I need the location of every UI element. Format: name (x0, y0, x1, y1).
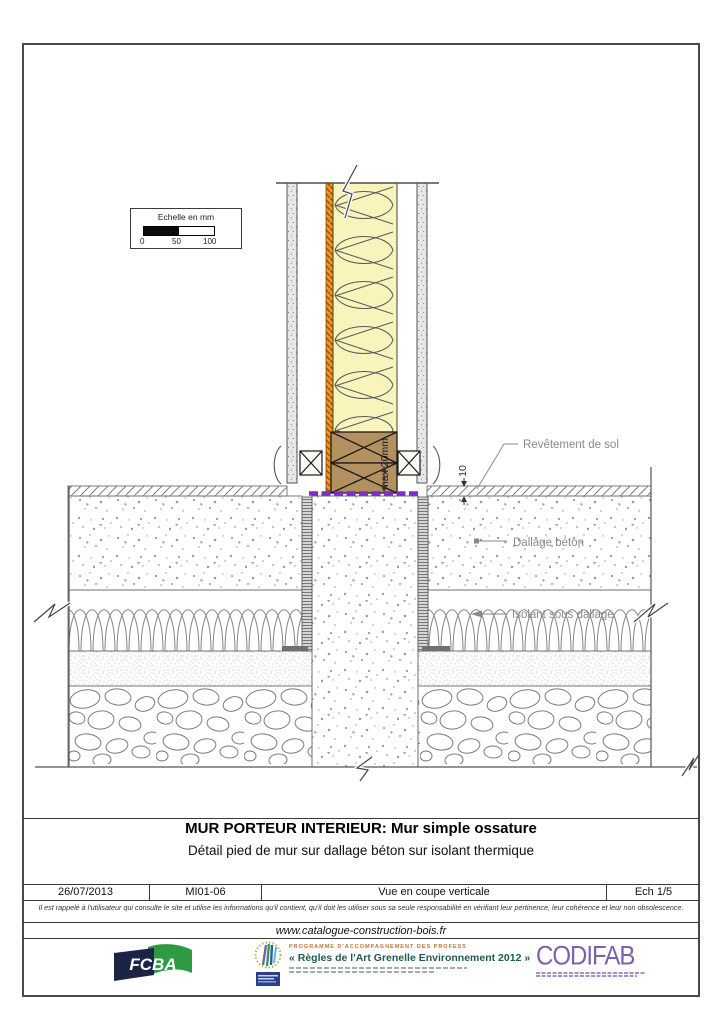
underslab-insulation-right (427, 589, 652, 652)
base-seal-curve-left (273, 445, 282, 485)
scale-legend: Echelle en mm 0 50 100 (130, 208, 242, 249)
scale-tick-100: 100 (203, 237, 217, 246)
ground-right (417, 485, 652, 768)
title-block-top-rule (22, 818, 700, 819)
strip-foot-left (282, 646, 308, 651)
page-frame (22, 43, 700, 997)
blocking-right (397, 450, 421, 476)
break-ground-left (33, 602, 71, 623)
break-foundation-bottom (355, 756, 373, 782)
codifab-logo: CODIFAB (536, 941, 646, 977)
website-url: www.catalogue-construction-bois.fr (22, 924, 700, 939)
blocking-left (299, 450, 323, 476)
fcba-logo: FCBA (108, 944, 200, 987)
scale-bar-empty (179, 227, 214, 235)
dimensions: max 20mm 10 (379, 438, 469, 505)
annotations: Revêtement de sol Dallage béton Isolant … (471, 439, 619, 621)
break-symbols (32, 164, 702, 783)
drawing-reference: MI01-06 (149, 885, 261, 900)
program-label: PROGRAMME D'ACCOMPAGNEMENT DES PROFESSIO… (289, 944, 467, 950)
grenelle-pencils-icon (254, 941, 282, 986)
drawing-date: 26/07/2013 (57, 886, 114, 898)
fcba-logo-navy-flag (114, 948, 154, 981)
codifab-fine-print (536, 972, 646, 977)
foundation (282, 495, 450, 768)
label-concrete-slab: Dallage béton (513, 537, 584, 549)
scale-tick-0: 0 (140, 237, 145, 246)
timber-wall (273, 182, 441, 496)
scale-ticks: 0 50 100 (131, 237, 241, 247)
wall-insulation (332, 182, 398, 433)
scale-legend-title: Echelle en mm (157, 212, 215, 222)
label-underslab-insulation: Isolant sous dallage (512, 609, 614, 621)
drawing-view-type: Vue en coupe verticale (261, 885, 606, 900)
strip-foot-right (422, 646, 450, 651)
scale-tick-50: 50 (172, 237, 181, 246)
bottom-plate-upper (330, 431, 398, 464)
fcba-logo-text: FCBA (129, 955, 176, 974)
scale-bar (143, 226, 215, 236)
drawing-title: MUR PORTEUR INTERIEUR: Mur simple ossatu… (185, 820, 537, 837)
title-block-table: 26/07/2013 MI01-06 Vue en coupe vertical… (22, 884, 700, 901)
codifab-logo-text: CODIFAB (536, 941, 635, 972)
scale-bar-filled (144, 227, 179, 235)
program-title: « Règles de l'Art Grenelle Environnement… (289, 952, 531, 964)
leader-floor-covering (476, 443, 518, 490)
concrete-slab-right (427, 495, 652, 591)
base-seal-curve-right (432, 445, 441, 485)
drawing-scale: Ech 1/5 (606, 885, 700, 900)
ground-left (67, 485, 313, 768)
dim-covering-thickness: 10 (457, 465, 469, 477)
drawing-subtitle: Détail pied de mur sur dallage béton sur… (188, 843, 534, 858)
break-insulation-right (633, 602, 669, 623)
label-floor-covering: Revêtement de sol (523, 439, 619, 451)
grenelle-program-logo: PROGRAMME D'ACCOMPAGNEMENT DES PROFESSIO… (253, 940, 531, 988)
stone-layer-left (67, 685, 313, 768)
dim-max-gap: max 20mm (379, 438, 391, 490)
break-ground-bottom-right (681, 752, 701, 777)
foundation-concrete (311, 495, 419, 768)
disclaimer-text: Il est rappelé à l'utilisateur qui consu… (22, 901, 700, 923)
break-wall-top (342, 164, 358, 219)
program-fine-print (289, 967, 467, 973)
fcba-logo-green-flag (148, 944, 192, 976)
